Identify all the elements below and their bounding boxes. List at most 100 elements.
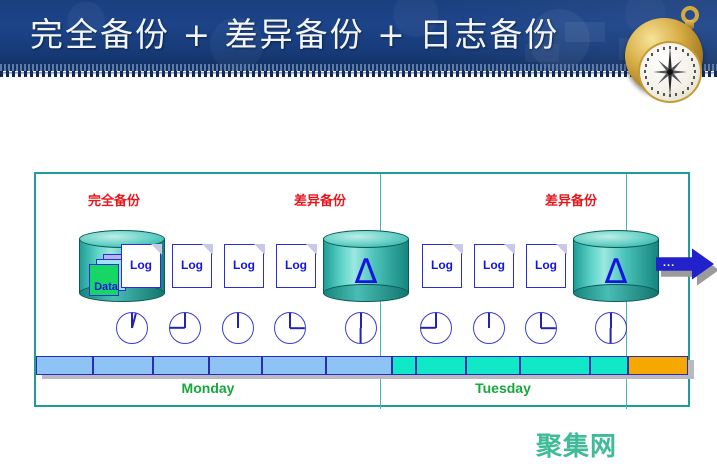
day-label-monday: Monday bbox=[181, 380, 235, 396]
cylinder-bottom bbox=[323, 284, 409, 302]
clock-hand bbox=[289, 313, 291, 328]
clock-hand bbox=[290, 327, 305, 329]
delta-cylinder-monday: Δ bbox=[323, 230, 409, 302]
label-differential-backup-2: 差异备份 bbox=[545, 194, 598, 209]
compass-tick bbox=[656, 49, 659, 53]
log-file-in-database: Log bbox=[121, 243, 162, 288]
header-texture bbox=[0, 0, 717, 72]
compass-hub bbox=[667, 69, 673, 75]
page-fold-corner bbox=[555, 243, 567, 255]
timeline-segment-highlight bbox=[628, 356, 688, 375]
compass-tick bbox=[693, 76, 696, 80]
timeline-segment-mon-3 bbox=[153, 356, 209, 375]
clock-tuesday-2 bbox=[473, 312, 505, 344]
site-watermark: 聚集网 bbox=[536, 432, 618, 462]
slide-header: 完全备份 + 差异备份 + 日志备份 bbox=[0, 0, 717, 72]
log-file-tuesday-3: Log bbox=[526, 243, 567, 288]
log-file-label: Log bbox=[535, 258, 557, 272]
clock-monday-2 bbox=[169, 312, 201, 344]
compass-tick bbox=[675, 93, 678, 97]
log-file-monday-3: Log bbox=[276, 243, 317, 288]
log-file-label: Log bbox=[483, 258, 505, 272]
timeline-segment-tue-4 bbox=[520, 356, 590, 375]
continuation-arrow: ... bbox=[656, 247, 717, 287]
clock-hand bbox=[488, 313, 490, 328]
compass-tick bbox=[644, 70, 646, 73]
page-fold-corner bbox=[503, 243, 515, 255]
clock-hand bbox=[421, 327, 436, 329]
compass-tick bbox=[669, 46, 671, 49]
cylinder-top bbox=[573, 230, 659, 248]
timeline-segment-tue-1 bbox=[392, 356, 416, 375]
clock-hand bbox=[170, 327, 185, 329]
header-decor-block-1 bbox=[565, 22, 605, 42]
clock-hand bbox=[237, 313, 239, 328]
compass-tick bbox=[662, 93, 665, 97]
compass-tick bbox=[669, 94, 671, 97]
clock-hand bbox=[435, 313, 437, 328]
log-file-tuesday-2: Log bbox=[474, 243, 515, 288]
log-file-monday-1: Log bbox=[172, 243, 213, 288]
compass-tick bbox=[693, 63, 696, 67]
timeline-bar bbox=[36, 356, 688, 375]
header-shadow-fade bbox=[0, 72, 717, 75]
clock-tuesday-4 bbox=[595, 312, 627, 344]
timeline-segment-mon-5 bbox=[262, 356, 326, 375]
cylinder-bottom bbox=[573, 284, 659, 302]
compass-tick bbox=[681, 49, 684, 53]
compass-stem bbox=[685, 20, 694, 29]
compass-tick bbox=[647, 58, 650, 61]
compass-tick bbox=[656, 90, 659, 94]
label-differential-backup-1: 差异备份 bbox=[294, 194, 347, 209]
cylinder-top bbox=[323, 230, 409, 248]
clock-hand bbox=[184, 313, 186, 328]
compass-tick bbox=[675, 46, 678, 50]
compass-icon bbox=[619, 2, 711, 103]
timeline-segment-mon-2 bbox=[93, 356, 153, 375]
data-page-label: Data bbox=[94, 281, 118, 293]
page-fold-corner bbox=[451, 243, 463, 255]
page-title: 完全备份 + 差异备份 + 日志备份 bbox=[30, 15, 560, 54]
log-file-label: Log bbox=[431, 258, 453, 272]
clock-hand bbox=[360, 328, 362, 343]
clock-tuesday-3 bbox=[525, 312, 557, 344]
log-file-monday-2: Log bbox=[224, 243, 265, 288]
clock-hand bbox=[541, 327, 556, 329]
compass-tick bbox=[686, 86, 689, 90]
page-fold-corner bbox=[253, 243, 265, 255]
compass-tick bbox=[686, 53, 689, 57]
clock-hand bbox=[540, 313, 542, 328]
compass-tick bbox=[662, 46, 665, 50]
timeline-segment-mon-6 bbox=[326, 356, 392, 375]
clock-hand bbox=[360, 313, 362, 328]
arrow-ellipsis-label: ... bbox=[663, 257, 676, 269]
timeline-segment-tue-2 bbox=[416, 356, 466, 375]
clock-tuesday-1 bbox=[420, 312, 452, 344]
delta-symbol: Δ bbox=[354, 252, 378, 292]
page-fold-corner bbox=[150, 243, 162, 255]
timeline-segment-tue-5 bbox=[590, 356, 628, 375]
clock-monday-1 bbox=[116, 312, 148, 344]
log-file-label: Log bbox=[130, 258, 152, 272]
clock-hand bbox=[610, 328, 612, 343]
clock-monday-3 bbox=[222, 312, 254, 344]
compass-tick bbox=[681, 90, 684, 94]
compass-tick bbox=[647, 82, 650, 85]
compass-face bbox=[638, 41, 702, 103]
compass-tick bbox=[644, 76, 647, 80]
clock-monday-5 bbox=[345, 312, 377, 344]
log-file-label: Log bbox=[285, 258, 307, 272]
compass-tick bbox=[651, 53, 654, 57]
delta-cylinder-tuesday: Δ bbox=[573, 230, 659, 302]
delta-symbol: Δ bbox=[604, 252, 628, 292]
header-dotted-band bbox=[0, 64, 717, 72]
log-file-label: Log bbox=[233, 258, 255, 272]
clock-monday-4 bbox=[274, 312, 306, 344]
compass-tick bbox=[651, 86, 654, 90]
compass-tick bbox=[690, 82, 693, 85]
timeline-segment-mon-1 bbox=[36, 356, 93, 375]
header-decor-block-3 bbox=[525, 44, 559, 62]
timeline-segment-tue-3 bbox=[466, 356, 520, 375]
log-file-label: Log bbox=[181, 258, 203, 272]
backup-timeline-diagram: 完全备份 差异备份 差异备份 Data Log Log Log Log bbox=[34, 172, 717, 409]
